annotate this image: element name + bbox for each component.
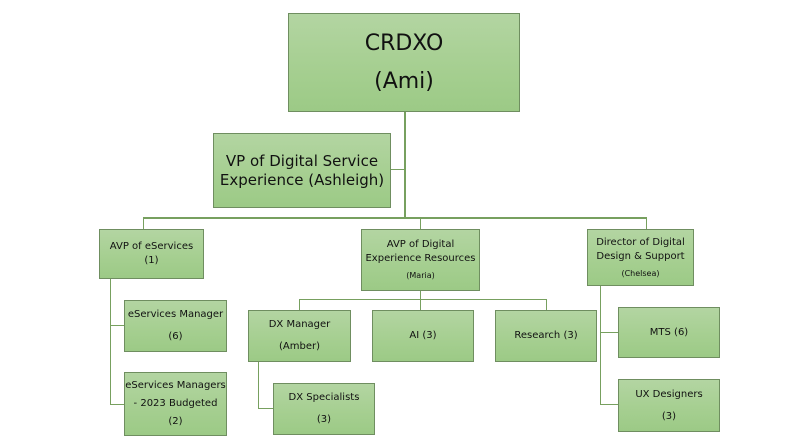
- connector-eservices-budgeted: [110, 404, 124, 405]
- connector-research-drop: [546, 299, 547, 310]
- connector-eservices-vertical: [110, 278, 111, 405]
- node-count: (6): [168, 331, 183, 342]
- connector-mts: [600, 332, 618, 333]
- node-eservices-managers-budgeted[interactable]: eServices Managers - 2023 Budgeted (2): [124, 372, 227, 436]
- node-count: (3): [661, 410, 677, 422]
- node-title: Research (3): [514, 330, 578, 341]
- connector-main-horizontal: [143, 217, 647, 219]
- node-dx-manager[interactable]: DX Manager (Amber): [248, 310, 351, 362]
- connector-director-drop: [646, 217, 647, 229]
- connector-digital-horizontal: [299, 299, 546, 300]
- node-title: DX Manager: [268, 319, 331, 330]
- node-title: CRDXO: [364, 30, 444, 56]
- node-title-line1: VP of Digital Service: [225, 151, 379, 170]
- node-title-line2: - 2023 Budgeted: [133, 398, 218, 409]
- connector-root-trunk: [404, 111, 406, 219]
- node-dx-specialists[interactable]: DX Specialists (3): [273, 383, 375, 435]
- node-person: (Amber): [279, 341, 320, 352]
- node-count: (2): [168, 416, 183, 427]
- node-count: (1): [144, 255, 159, 266]
- connector-avp-digital-drop: [420, 217, 421, 229]
- node-person: (Chelsea): [621, 268, 660, 278]
- connector-vp-assistant: [390, 169, 405, 170]
- node-title-line1: AVP of Digital: [386, 239, 455, 250]
- node-title: eServices Manager: [127, 309, 224, 320]
- node-title: DX Specialists: [288, 392, 360, 403]
- connector-dx-manager-drop: [299, 299, 300, 310]
- node-title: MTS (6): [649, 326, 689, 338]
- node-eservices-manager[interactable]: eServices Manager (6): [124, 300, 227, 352]
- node-mts[interactable]: MTS (6): [618, 307, 720, 358]
- node-title-line2: Design & Support: [596, 250, 685, 262]
- node-crdxo[interactable]: CRDXO (Ami): [288, 13, 520, 112]
- connector-digital-trunk: [420, 290, 421, 310]
- node-title-line2: Experience (Ashleigh): [219, 170, 385, 189]
- node-avp-eservices[interactable]: AVP of eServices (1): [99, 229, 204, 279]
- connector-avp-eservices-drop: [143, 217, 144, 229]
- connector-dx-vertical: [258, 361, 259, 409]
- connector-dx-specialists: [258, 408, 273, 409]
- node-vp-digital-service[interactable]: VP of Digital Service Experience (Ashlei…: [213, 133, 391, 208]
- node-title-line1: eServices Managers: [125, 380, 226, 391]
- node-person: (Ami): [374, 68, 434, 94]
- node-title-line1: Director of Digital: [596, 236, 685, 248]
- connector-ux-designers: [600, 404, 618, 405]
- node-research[interactable]: Research (3): [495, 310, 597, 362]
- node-title: AI (3): [409, 330, 437, 341]
- node-ux-designers[interactable]: UX Designers (3): [618, 379, 720, 432]
- connector-eservices-manager: [110, 325, 124, 326]
- node-title: UX Designers: [635, 388, 703, 400]
- node-avp-digital-experience[interactable]: AVP of Digital Experience Resources (Mar…: [361, 229, 480, 291]
- node-title-line2: Experience Resources: [365, 253, 476, 264]
- node-ai[interactable]: AI (3): [372, 310, 474, 362]
- node-director-digital-design[interactable]: Director of Digital Design & Support (Ch…: [587, 229, 694, 286]
- node-count: (3): [316, 414, 332, 425]
- node-person: (Maria): [406, 271, 435, 280]
- node-title: AVP of eServices: [109, 241, 194, 252]
- connector-director-vertical: [600, 285, 601, 405]
